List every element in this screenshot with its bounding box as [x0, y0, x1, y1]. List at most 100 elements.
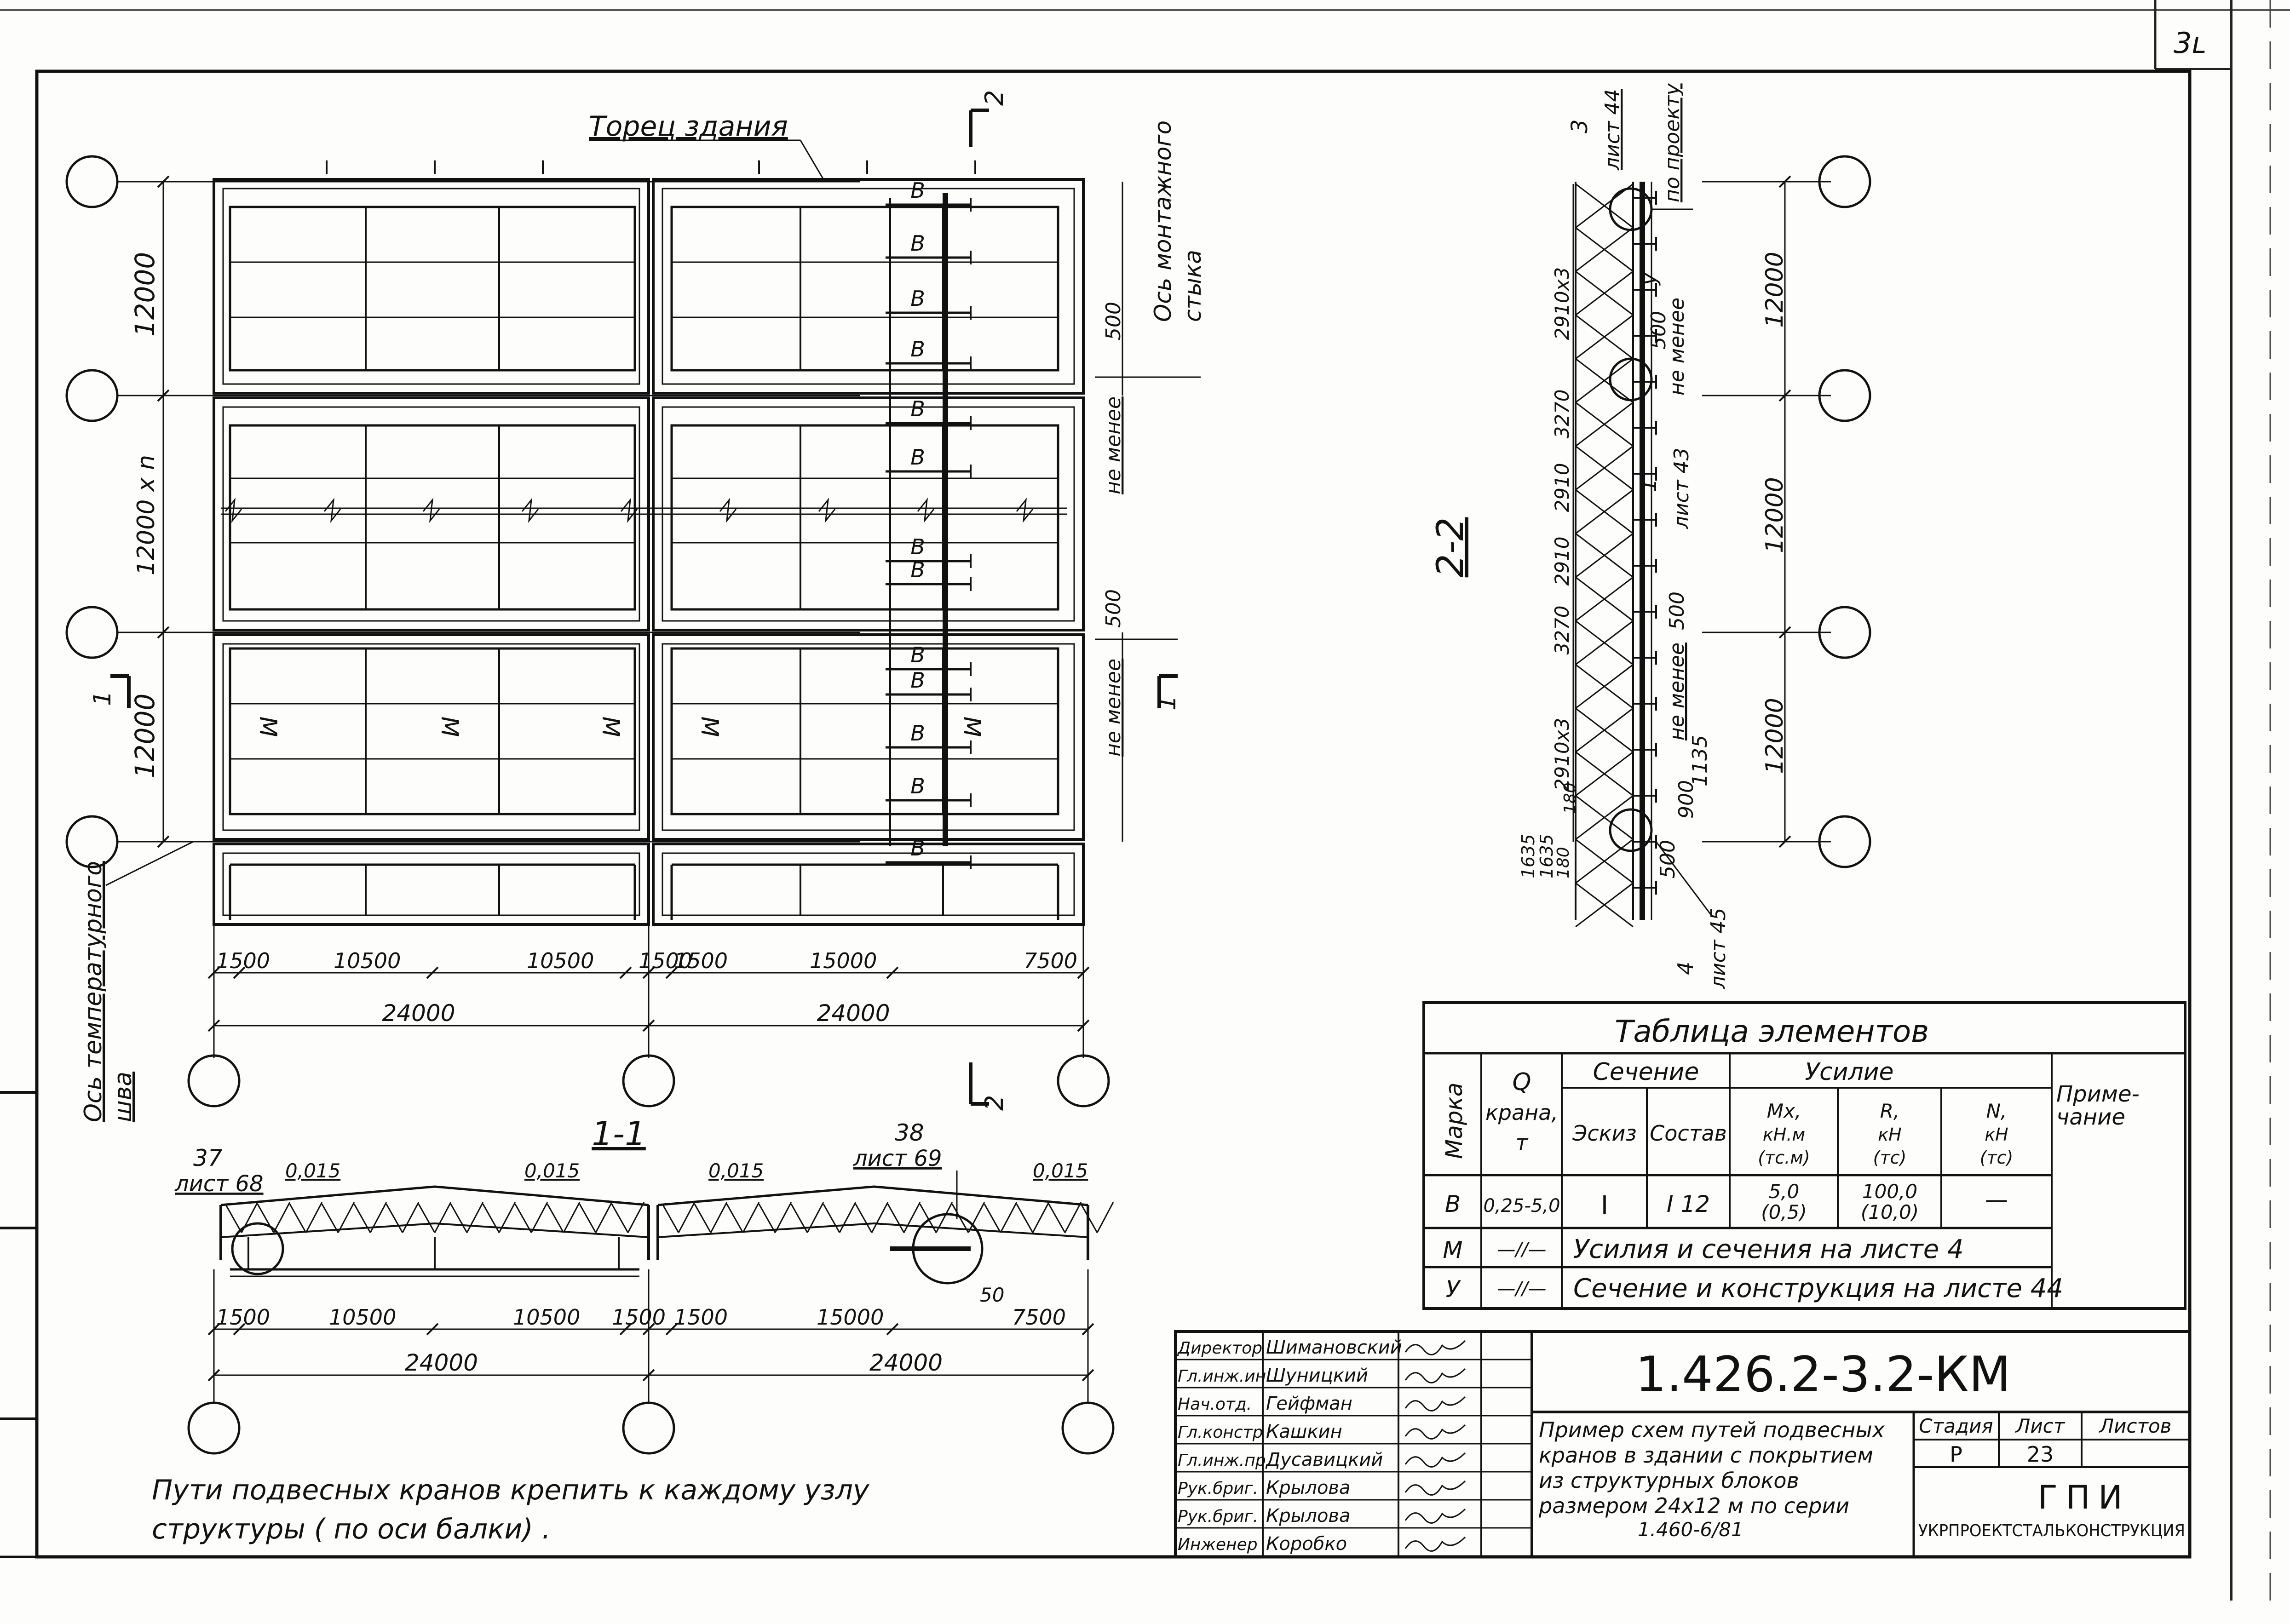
- row-m-text: Усилия и сечения на листе 4: [1573, 1234, 1964, 1264]
- signature: [1404, 1452, 1466, 1468]
- dim-left-12000: 12000: [129, 252, 161, 337]
- label-os-mont-2: стыка: [1180, 250, 1206, 322]
- note-line-2: структуры ( по оси балки) .: [152, 1513, 551, 1545]
- truss-diag: [611, 1204, 629, 1233]
- sec-axis-bubble: [1818, 606, 1871, 659]
- dim-bottom: 1500: [674, 1305, 728, 1330]
- truss-diag: [1575, 270, 1634, 316]
- th-q-3: т: [1516, 1130, 1529, 1155]
- dim-bottom: 1500: [612, 1305, 666, 1330]
- mark-m: M: [597, 717, 624, 737]
- truss-diag: [386, 1204, 403, 1233]
- truss-diag: [1575, 227, 1634, 272]
- panel: [229, 424, 636, 611]
- beam-mark-b: B: [910, 178, 925, 203]
- th-mx-1: Mx,: [1767, 1100, 1801, 1122]
- mark-i: I: [756, 157, 762, 178]
- detail-circle-38: [912, 1213, 984, 1285]
- truss-diag: [1048, 1204, 1066, 1233]
- ref-1: 1: [1636, 479, 1661, 492]
- signature: [1404, 1424, 1466, 1440]
- row-b-n: —: [1985, 1186, 2008, 1213]
- truss-diag: [1575, 489, 1634, 534]
- dim-left: 2910: [1551, 463, 1573, 512]
- truss-diag: [790, 1204, 808, 1233]
- truss-diag: [967, 1202, 985, 1233]
- dim-tick: [886, 966, 899, 979]
- plan-axis-bubble: [187, 1054, 241, 1108]
- dim-tick: [157, 626, 170, 639]
- label-os-mont: Ось монтажного: [1150, 121, 1176, 322]
- th-sechenie: Сечение: [1593, 1058, 1699, 1086]
- drawing-frame: [35, 69, 2192, 1559]
- th-n-1: N,: [1986, 1100, 2007, 1122]
- label-os-temp-2: шва: [109, 1072, 137, 1122]
- signature: [1404, 1396, 1466, 1412]
- truss-diag: [1575, 445, 1634, 491]
- panel: [229, 647, 636, 815]
- block-inner: [662, 643, 1075, 831]
- cut-2-top: 2: [980, 90, 1009, 106]
- panel: [229, 206, 636, 372]
- dim-500: 500: [1102, 302, 1125, 340]
- truss-diag: [434, 1202, 452, 1233]
- beam-mark-b: B: [910, 445, 925, 470]
- dim-tick: [619, 1323, 632, 1336]
- row-b-r-2: (10,0): [1861, 1201, 1919, 1223]
- th-mx-3: (тс.м): [1758, 1148, 1810, 1168]
- mark-i: I: [972, 157, 978, 178]
- beam-mark-b: B: [910, 231, 925, 256]
- truss-bottom-chord: [220, 1222, 649, 1238]
- row-b-sostav: I 12: [1667, 1191, 1710, 1217]
- ref-38: 38: [895, 1119, 924, 1146]
- cut-2-bottom: 2: [980, 1095, 1009, 1111]
- dim-tick: [426, 966, 439, 979]
- list-value: 23: [2027, 1442, 2054, 1467]
- truss-diag: [466, 1202, 484, 1233]
- dim-24000: 24000: [382, 1000, 455, 1027]
- block-inner: [662, 852, 1075, 916]
- dim-180: 180: [1561, 782, 1580, 814]
- staff-role: Гл.инж.пр: [1178, 1451, 1266, 1470]
- truss-diag: [1096, 1202, 1114, 1233]
- label-po-proektu: по проекту: [1661, 83, 1684, 202]
- org-logo: ГПИ: [2038, 1479, 2123, 1516]
- truss-diag: [1575, 620, 1634, 666]
- structural-block: [213, 843, 650, 926]
- sec-axis-bubble: [1818, 815, 1871, 868]
- elements-table: Таблица элементов Марка Q крана, т Сечен…: [1422, 1001, 2186, 1310]
- desc-line-5: 1.460-6/81: [1638, 1518, 1743, 1541]
- dim-bottom: 1500: [674, 948, 728, 973]
- dim-bottom: 7500: [1024, 948, 1077, 973]
- staff-role: Нач.отд.: [1178, 1395, 1252, 1414]
- truss-diag: [903, 1202, 921, 1233]
- truss-diag: [1575, 402, 1634, 447]
- staff-name: Крылова: [1266, 1477, 1351, 1498]
- stadia-value: Р: [1950, 1442, 1962, 1467]
- dim-bottom: 10500: [527, 948, 594, 973]
- th-usilie: Усилие: [1805, 1058, 1893, 1086]
- staff-name: Кашкин: [1266, 1421, 1342, 1442]
- truss-diag: [726, 1204, 744, 1233]
- truss-top-chord: [657, 1185, 1088, 1206]
- th-r-3: (тс): [1873, 1148, 1907, 1168]
- stadia-label: Стадия: [1919, 1415, 1993, 1437]
- row-m-mark: M: [1443, 1237, 1462, 1263]
- ref-sheet-69: лист 69: [853, 1146, 942, 1171]
- label-ne-menee: не менее: [1665, 643, 1689, 740]
- leader: [800, 140, 824, 180]
- dim-1135: 1135: [1688, 735, 1712, 786]
- label-ne-menee: не менее: [1102, 659, 1125, 757]
- mark-m: M: [436, 717, 463, 737]
- th-n-2: кН: [1985, 1125, 2008, 1145]
- truss-diag: [1575, 751, 1634, 797]
- truss-diag: [402, 1202, 420, 1233]
- staff-role: Гл.инж.ин: [1178, 1367, 1266, 1386]
- truss-diag: [482, 1204, 500, 1233]
- beam-mark-b: B: [910, 286, 925, 311]
- beam-mark-b: B: [910, 534, 925, 559]
- dim-left: 2910x3: [1551, 267, 1573, 340]
- slope-label: 0,015: [1033, 1159, 1088, 1182]
- beam-mark-b: B: [910, 668, 925, 693]
